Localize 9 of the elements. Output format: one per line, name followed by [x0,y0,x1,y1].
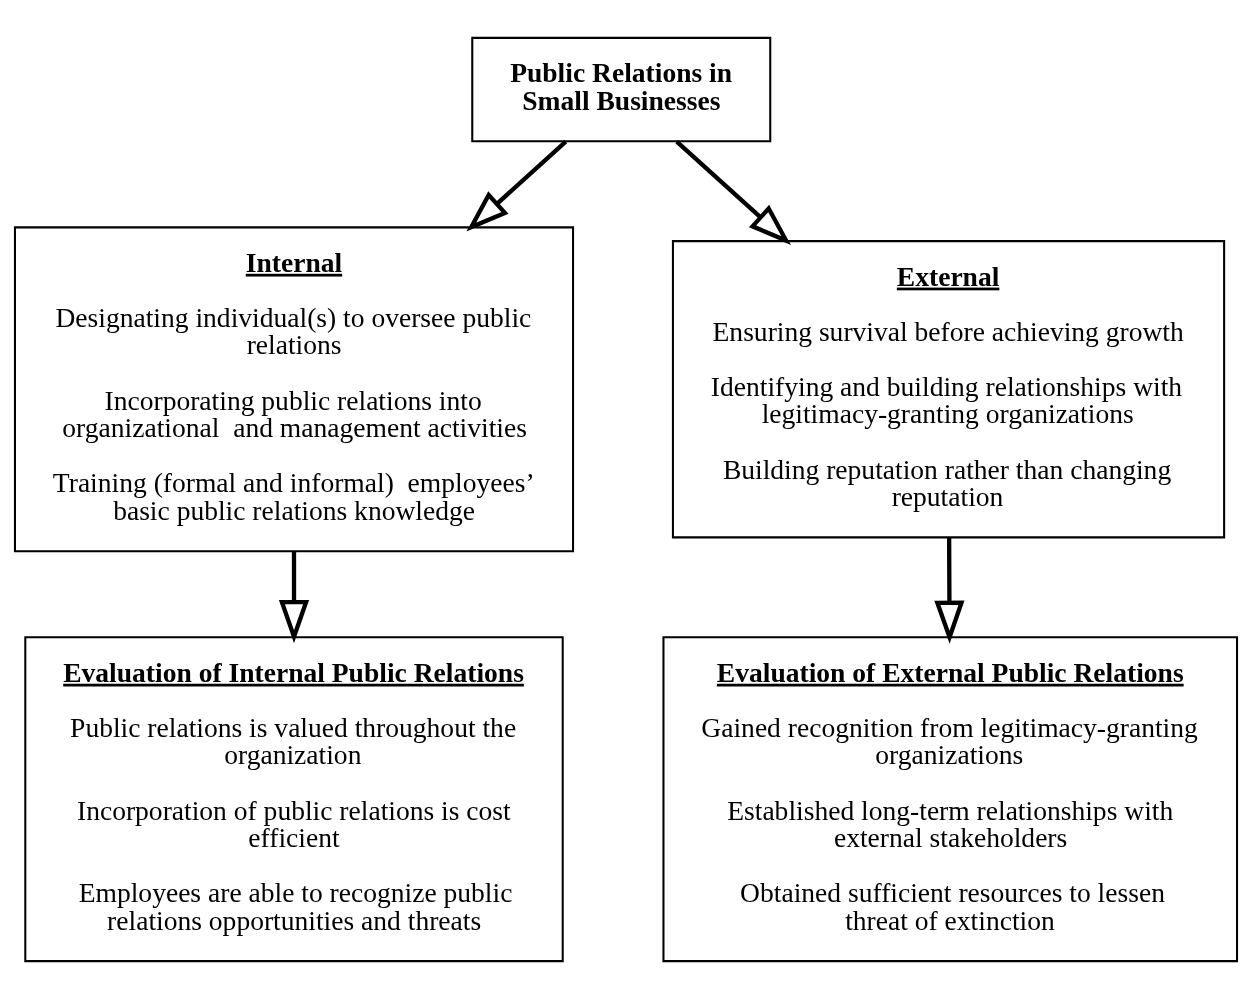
node-box: Evaluation of Internal Public Relations Public relations is valued throughout the organization Incorporation of public relations is cost efficient Employees are able to recognize public relations opportunities and threats [24,635,564,962]
node-box: Public Relations in Small Businesses [471,36,772,142]
node-box: Evaluation of External Public Relations Gained recognition from legitimacy-granting organizations Established long-term relationships with external stakeholders Obtained sufficient resources to lessen threat of extinction [662,635,1239,962]
node-box: External Ensuring survival before achieving growth Identifying and building relationships with legitimacy-granting organizations Building reputation rather than changing reputation [671,239,1226,538]
arrow [934,537,965,644]
arrow [278,551,310,643]
arrow [466,139,568,231]
node-box: Internal Designating individual(s) to oversee public relations Incorporating public relations into organizational and management activities Training (formal and informal) employees’ basic public relations knowledge [13,225,575,552]
arrow [675,139,791,245]
